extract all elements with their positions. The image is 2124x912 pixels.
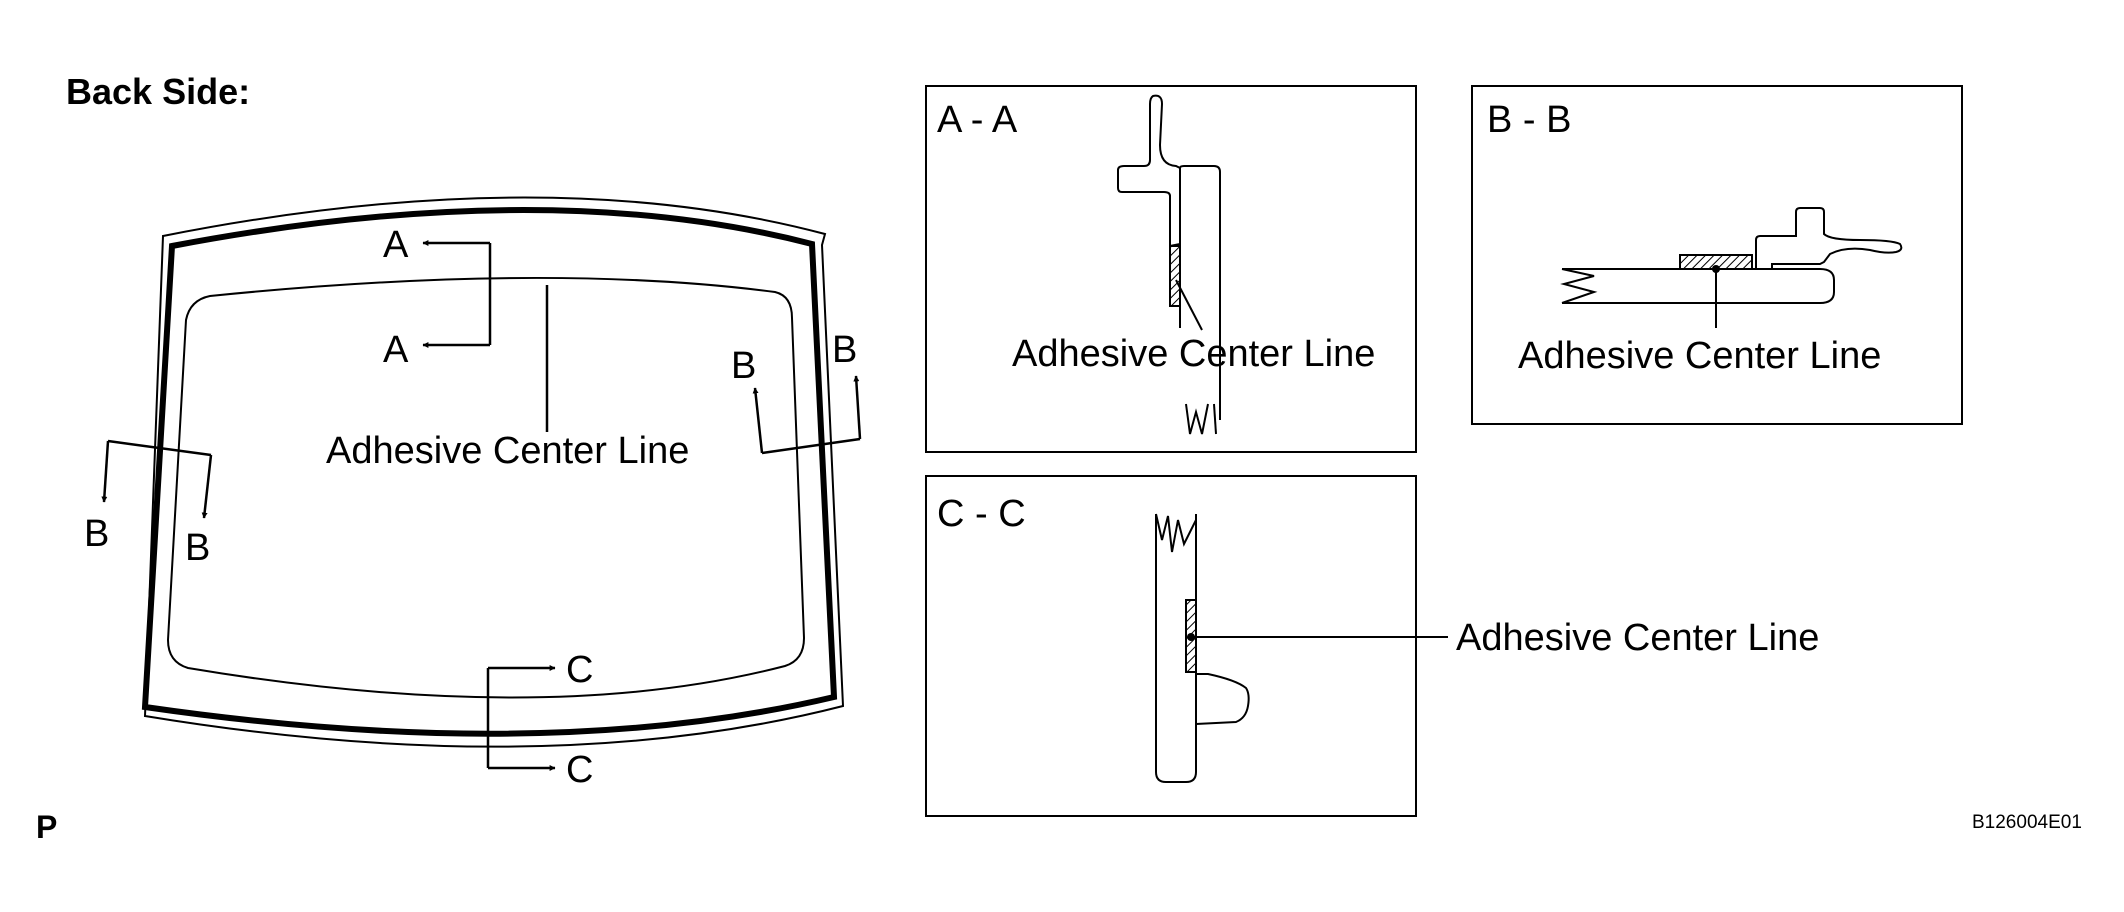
section-b-b-title: B - B (1487, 99, 1571, 141)
section-c-c-panel: C - C Adhesive Center Line (925, 475, 1819, 817)
windshield-outer-edge (143, 196, 845, 748)
svg-text:A: A (383, 329, 409, 371)
svg-text:C: C (566, 649, 593, 691)
section-b-b-panel: B - B Adhesive Center Line (1471, 85, 1963, 425)
corner-mark: P (36, 809, 57, 845)
section-a-a-callout: Adhesive Center Line (1012, 333, 1375, 375)
section-a-marker: A A (383, 224, 492, 371)
svg-text:C: C (566, 749, 593, 791)
section-c-c-title: C - C (937, 493, 1026, 535)
windshield-overview: Adhesive Center Line A A B B B B (84, 196, 862, 791)
svg-text:B: B (185, 527, 210, 569)
section-c-marker: C C (486, 649, 593, 791)
section-a-a-panel: A - A Adhesive Center Line (925, 85, 1417, 453)
windshield-inner-edge (166, 276, 806, 699)
main-callout-label: Adhesive Center Line (326, 430, 689, 472)
svg-text:A: A (383, 224, 409, 266)
svg-text:B: B (731, 345, 756, 387)
section-c-c-callout: Adhesive Center Line (1456, 617, 1819, 659)
adhesive-center-line-path (141, 207, 838, 737)
section-b-b-callout: Adhesive Center Line (1518, 335, 1881, 377)
figure-code: B126004E01 (1972, 812, 2082, 833)
heading: Back Side: (66, 71, 250, 112)
section-b-marker-left: B B (84, 439, 213, 569)
svg-text:B: B (84, 513, 109, 555)
svg-text:B: B (832, 329, 857, 371)
section-a-a-title: A - A (937, 99, 1018, 141)
section-b-marker-right: B B (731, 329, 862, 455)
